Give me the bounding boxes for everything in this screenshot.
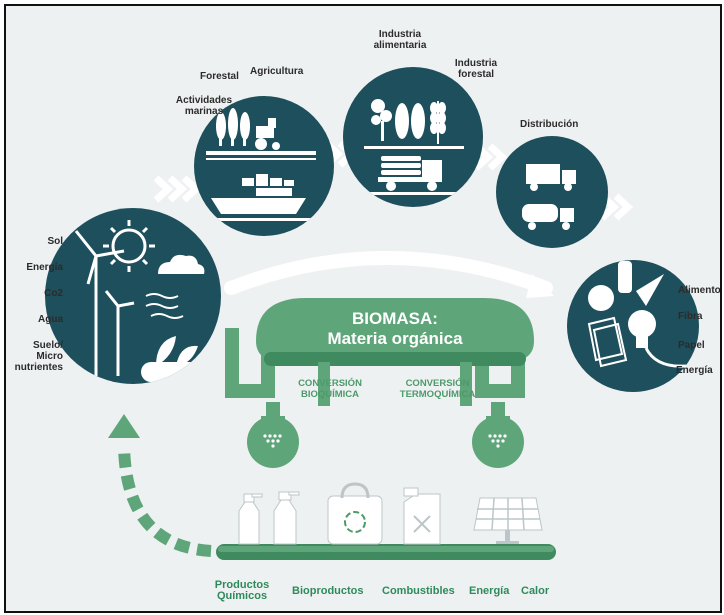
solar-panel-icon [473,497,543,544]
wind-lines [145,293,184,319]
chevrons-1 [153,175,202,203]
spray-bottle-icon [238,491,300,545]
product-combustibles: Combustibles [382,585,455,597]
label-forestal: Forestal [200,71,239,82]
truck-icon [526,164,576,191]
wheat-icon [430,101,446,144]
industry-circle [343,67,483,207]
flow-curve-arrowhead [526,274,554,298]
distribution-circle [496,136,608,248]
sun-icon [103,220,155,272]
input-agua: Agua [38,314,63,325]
label-conversion-termoquimica: CONVERSIÓN TERMOQUÍMICA [399,378,476,400]
input-sol: Sol [47,236,63,247]
input-suelo: Suelo/ Micro nutrientes [14,340,63,373]
cloud-icon [158,254,205,274]
label-industria-forestal: Industria forestal [454,58,498,80]
return-arrowhead [108,414,140,438]
carrot-icon [636,274,664,306]
fuel-can-icon [403,487,441,545]
product-energia: Energía [469,585,510,597]
wind-turbine-icon [74,230,135,376]
conversion-bio-drop [247,416,299,468]
conversion-termo-drop [472,416,524,468]
tanker-truck-icon [522,204,574,230]
primary-sector-circle [194,96,334,236]
return-dashed-arrow [118,445,212,557]
product-bioproductos: Bioproductos [292,585,364,597]
biomasa-title-block: BIOMASA: Materia orgánica [270,309,520,349]
inputs-circle [45,208,221,384]
label-agricultura: Agricultura [250,66,304,77]
input-co2: Co2 [44,288,63,299]
label-conversion-bioquimica: CONVERSIÓN BIOQUÍMICA [298,378,362,400]
product-quimicos: Productos Químicos [214,579,270,602]
biomasa-bar [256,298,534,362]
output-papel: Papel [678,340,705,351]
bottle-icon [618,261,632,293]
output-fibra: Fibra [678,311,703,322]
apple-icon [588,285,614,311]
plant-icon [156,336,198,366]
corn-icon [395,103,425,139]
bulb-icon [628,310,656,348]
label-distribucion: Distribución [520,119,579,130]
biomass-cycle-artwork [45,67,699,560]
diagram-frame: Sol Energía Co2 Agua Suelo/ Micro nutrie… [4,4,722,613]
label-actividades-marinas: Actividades marinas [175,95,233,117]
output-alimento: Alimento [678,285,721,296]
label-industria-alimentaria: Industria alimentaria [373,29,427,51]
input-energia: Energía [26,262,63,273]
biomasa-title: BIOMASA: [352,309,438,328]
recycle-bag-icon [327,482,383,545]
output-energia: Energía [676,365,713,376]
log-truck-icon [378,156,442,191]
tree-icon [216,108,250,146]
flow-curve-arrow [224,251,553,295]
field-line [206,151,316,155]
product-calor: Calor [521,585,550,597]
ship-icon [211,174,311,221]
vegetable-icon [371,99,392,141]
paper-icon [587,316,628,368]
biomasa-subtitle: Materia orgánica [327,329,463,348]
tractor-icon [255,118,280,150]
